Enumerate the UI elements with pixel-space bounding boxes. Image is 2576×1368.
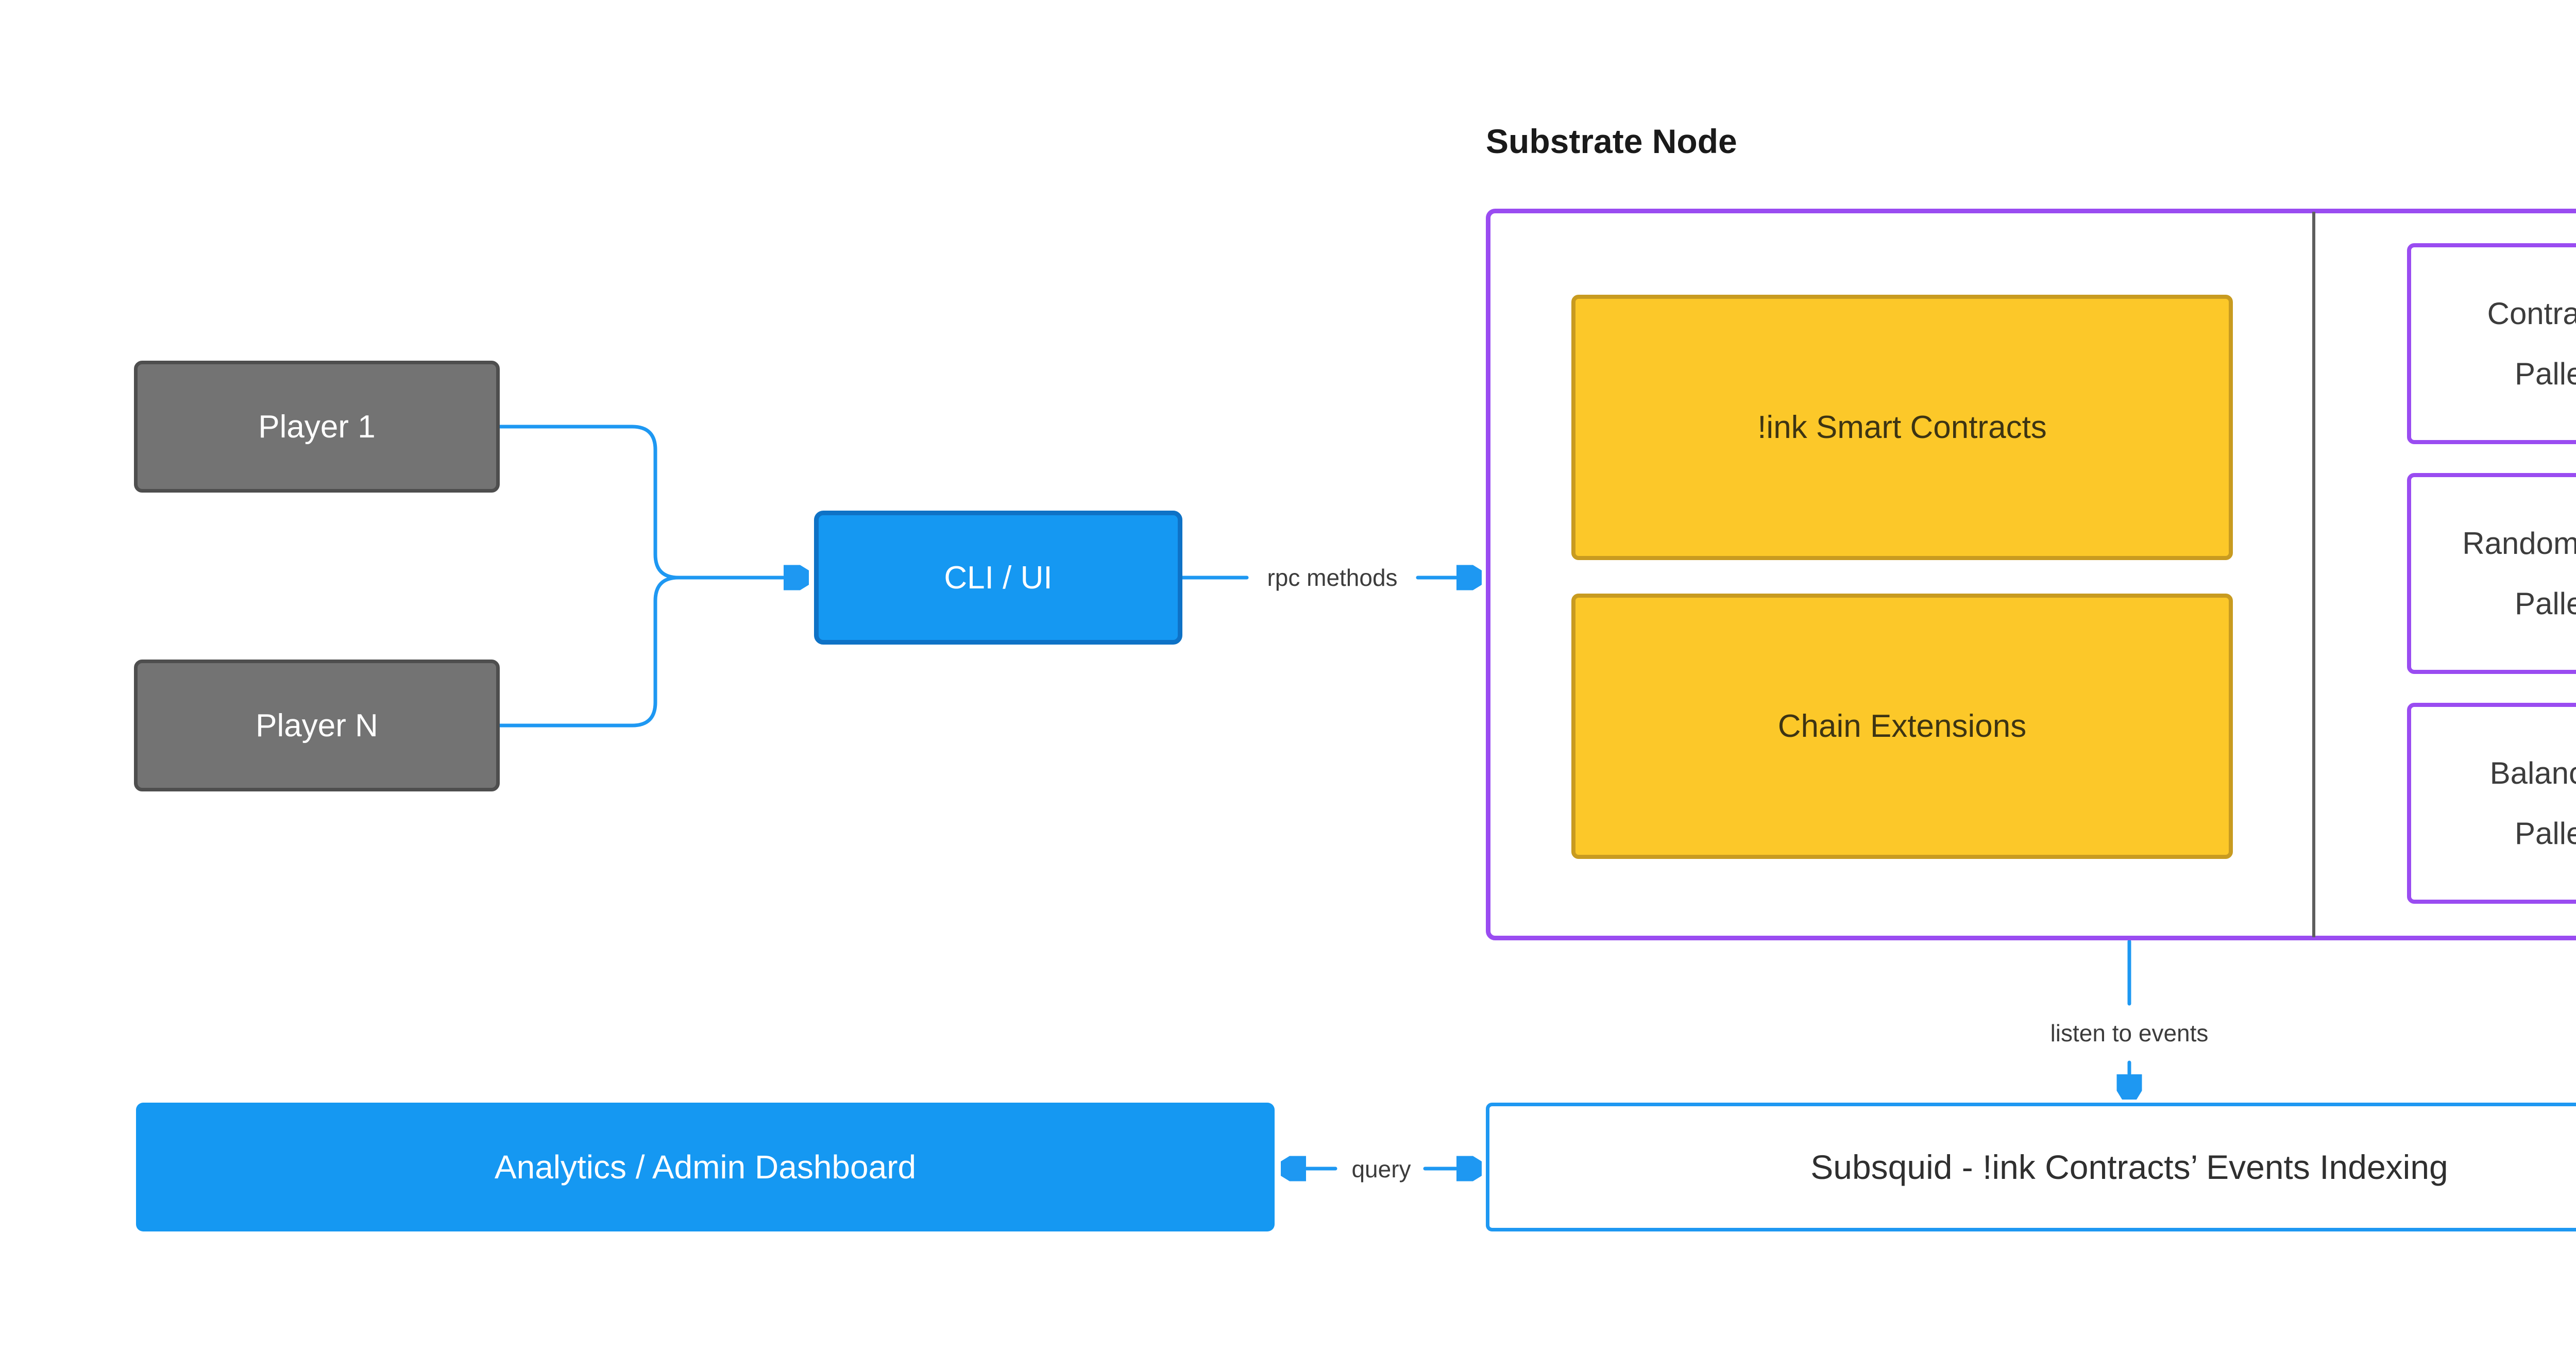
substrate-inner-divider	[2312, 212, 2315, 937]
edge-label-query: query	[1351, 1156, 1411, 1183]
balances-pallet-line2: Pallet	[2514, 816, 2576, 851]
node-ink-smart-contracts: !ink Smart Contracts	[1571, 295, 2233, 560]
randomness-pallet-line2: Pallet	[2514, 586, 2576, 621]
node-chain-extensions: Chain Extensions	[1571, 594, 2233, 859]
node-cli-ui: CLI / UI	[814, 511, 1182, 645]
edge-playerN-to-junction	[498, 576, 681, 728]
node-randomness-pallet: Randomness Pallet	[2407, 473, 2576, 674]
node-balances-pallet: Balances Pallet	[2407, 703, 2576, 904]
contracts-pallet-line2: Pallet	[2514, 357, 2576, 391]
balances-pallet-line1: Balances	[2489, 756, 2576, 790]
node-player-n: Player N	[134, 660, 500, 791]
edge-label-rpc-methods: rpc methods	[1267, 564, 1398, 591]
node-contracts-pallet: Contracts Pallet	[2407, 243, 2576, 444]
edge-label-listen-to-events: listen to events	[2050, 1020, 2209, 1046]
edge-player1-to-cli	[498, 425, 804, 578]
node-analytics-dashboard: Analytics / Admin Dashboard	[136, 1103, 1275, 1231]
node-subsquid-indexing: Subsquid - !ink Contracts’ Events Indexi…	[1486, 1103, 2576, 1231]
contracts-pallet-line1: Contracts	[2487, 296, 2576, 331]
randomness-pallet-line1: Randomness	[2462, 526, 2576, 561]
substrate-node-title: Substrate Node	[1486, 122, 1737, 160]
node-player-1: Player 1	[134, 361, 500, 493]
